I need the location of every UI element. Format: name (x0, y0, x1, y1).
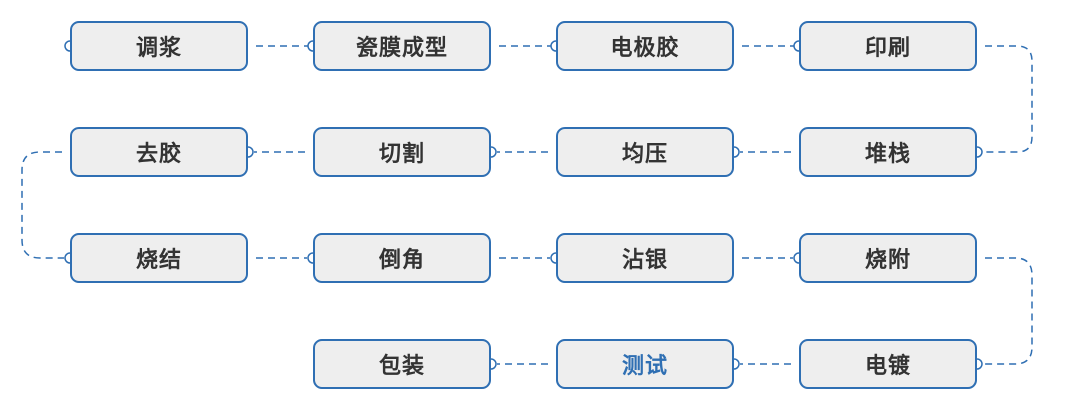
step-label: 包装 (378, 354, 425, 379)
step-node-chamfering: 倒角 (313, 233, 491, 283)
step-label: 倒角 (378, 248, 425, 273)
step-node-silver-dipping: 沾银 (556, 233, 734, 283)
step-label: 烧结 (135, 248, 182, 273)
step-node-cutting: 切割 (313, 127, 491, 177)
connector-line (983, 257, 1033, 365)
step-label: 切割 (378, 142, 425, 167)
step-label: 电极胶 (610, 36, 680, 61)
connector-line (983, 45, 1033, 153)
step-node-firing: 烧附 (799, 233, 977, 283)
step-node-mixing: 调浆 (70, 21, 248, 71)
step-node-pressing: 均压 (556, 127, 734, 177)
step-node-stacking: 堆栈 (799, 127, 977, 177)
step-node-sintering: 烧结 (70, 233, 248, 283)
step-label: 电镀 (864, 354, 911, 379)
step-node-packaging: 包装 (313, 339, 491, 389)
step-node-binder-removal: 去胶 (70, 127, 248, 177)
step-label: 印刷 (864, 36, 911, 61)
step-node-testing: 测试 (556, 339, 734, 389)
step-label: 堆栈 (864, 142, 911, 167)
connector-line (21, 151, 64, 259)
step-label: 调浆 (135, 36, 182, 61)
step-label: 均压 (621, 142, 668, 167)
step-node-printing: 印刷 (799, 21, 977, 71)
step-label: 去胶 (135, 142, 182, 167)
step-label: 测试 (621, 354, 668, 379)
step-label: 沾银 (621, 248, 668, 273)
step-label: 烧附 (864, 248, 911, 273)
step-label: 瓷膜成型 (355, 36, 448, 61)
step-node-electrode-paste: 电极胶 (556, 21, 734, 71)
step-node-tape-casting: 瓷膜成型 (313, 21, 491, 71)
step-node-plating: 电镀 (799, 339, 977, 389)
